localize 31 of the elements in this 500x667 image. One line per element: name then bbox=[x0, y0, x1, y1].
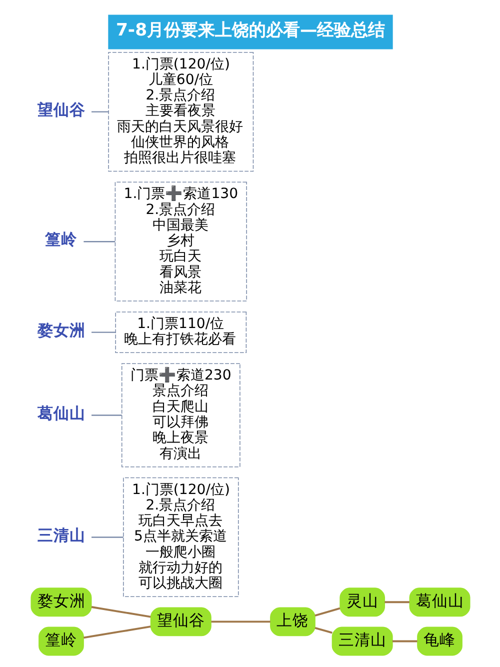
node-text: 婺女洲 bbox=[36, 320, 85, 340]
connector bbox=[91, 111, 108, 112]
node-box: 望仙谷 bbox=[150, 607, 211, 636]
node-text: 三清山 bbox=[36, 525, 85, 544]
node-box: 1.门票➕索道130 2.景点介绍 中国最美 乡村 玩白天 看风景 油菜花 bbox=[114, 182, 246, 302]
node-box: 龟峰 bbox=[416, 626, 462, 656]
node-box: 上饶 bbox=[270, 607, 315, 636]
node-box: 葛仙山 bbox=[408, 588, 470, 617]
connector bbox=[314, 607, 340, 616]
node-box: 门票➕索道230 景点介绍 白天爬山 可以拜佛 晚上夜景 有演出 bbox=[120, 363, 240, 468]
diagram-title: 7-8月份要来上饶的必看—经验总结 bbox=[115, 20, 385, 41]
node-text: 葛仙山 bbox=[36, 403, 85, 422]
connector bbox=[91, 536, 123, 538]
connector bbox=[392, 640, 417, 642]
connector bbox=[91, 414, 122, 416]
node-box: 篁岭 bbox=[38, 626, 84, 656]
connector bbox=[210, 620, 270, 623]
node-box: 婺女洲 bbox=[30, 588, 92, 617]
node-box: 灵山 bbox=[339, 588, 385, 617]
connector bbox=[384, 601, 409, 604]
connector bbox=[83, 241, 115, 242]
node-box: 1.门票(120/位) 儿童60/位 2.景点介绍 主要看夜景 雨天的白天风景很好 仙侠世界的风格 拍照很出片很哇塞 bbox=[108, 52, 254, 172]
node-box: 三清山 bbox=[331, 626, 392, 656]
connector bbox=[90, 606, 150, 618]
node-box: 1.门票(120/位) 2.景点介绍 玩白天早点去 5点半就关索道 一般爬小圈 就行动力好的 可以挑战大圈 bbox=[122, 477, 238, 598]
node-text: 篁岭 bbox=[44, 230, 77, 249]
node-box: 1.门票110/位 晚上有打铁花必看 bbox=[114, 312, 246, 354]
node-text: 望仙谷 bbox=[36, 100, 85, 119]
connector bbox=[91, 332, 115, 333]
connector bbox=[314, 626, 332, 634]
connector bbox=[83, 626, 150, 639]
